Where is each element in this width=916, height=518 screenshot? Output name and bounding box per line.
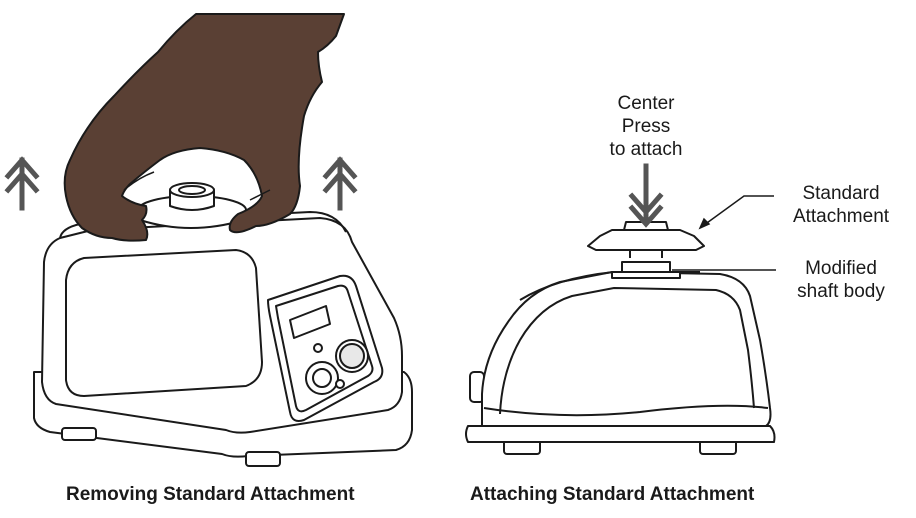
attachment-right	[587, 229, 705, 251]
mixer-foot-left-1	[61, 427, 97, 441]
hand-icon	[63, 13, 345, 242]
left-illustration	[33, 182, 413, 467]
center-press-line-2: Press	[621, 116, 671, 137]
small-button	[335, 379, 345, 389]
shaft-collar	[611, 271, 681, 279]
modified-shaft-line-1: Modified	[805, 258, 877, 279]
modified-shaft-line-2: shaft body	[797, 281, 885, 302]
control-panel-inner	[275, 284, 374, 413]
leader-standard-attachment	[699, 195, 774, 229]
leader-standard-arrowhead	[698, 217, 711, 230]
modified-shaft-label: Modified shaft body	[782, 257, 900, 303]
mixer-body-right	[481, 271, 772, 427]
mixer-inner-panel-right	[499, 287, 755, 415]
center-press-line-3: to attach	[609, 139, 683, 160]
down-arrow-icon	[628, 163, 664, 228]
caption-attaching: Attaching Standard Attachment	[470, 484, 755, 505]
callout-leaders	[672, 195, 776, 271]
hand-finger-gap	[123, 171, 271, 201]
mixer-base-right	[465, 425, 776, 443]
center-press-label: Center Press to attach	[596, 92, 696, 161]
standard-attachment-label: Standard Attachment	[780, 182, 902, 228]
up-arrow-icon	[4, 156, 40, 211]
hand-shape	[63, 13, 345, 242]
caption-removing: Removing Standard Attachment	[66, 484, 355, 505]
mixer-side-panel-left	[65, 249, 263, 397]
mixer-foot-left-2	[245, 451, 281, 467]
display-window	[289, 305, 331, 339]
right-illustration	[465, 221, 776, 455]
attachment-cup-hole	[178, 185, 206, 195]
knob-left-inner	[312, 368, 332, 388]
mixer-base-curve	[483, 404, 769, 417]
standard-attachment-line-1: Standard	[802, 183, 880, 204]
attachment-right-stem	[629, 250, 663, 258]
center-press-line-1: Center	[617, 93, 675, 114]
up-arrow-icon	[322, 156, 358, 211]
indicator-led	[313, 343, 323, 353]
speed-knob-inner	[339, 343, 365, 369]
standard-attachment-line-2: Attachment	[792, 206, 890, 227]
